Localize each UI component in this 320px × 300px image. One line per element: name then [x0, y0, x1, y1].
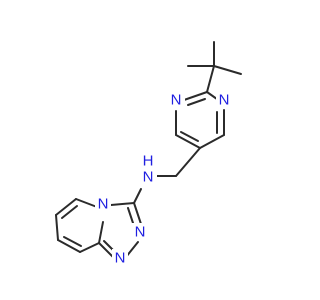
bond-c2-n1-double [187, 98, 206, 106]
bond-c5-ch2 [175, 147, 201, 177]
atom-n1t-label: N [115, 250, 126, 267]
atom-n2-label: N [135, 224, 146, 241]
bond-c5-c6p [55, 198, 77, 216]
atom-nh-label: N [143, 169, 154, 186]
bond-c7-c8-double [63, 236, 82, 247]
bond-n4-c5 [75, 198, 98, 208]
bond-c5-c6-double [180, 131, 199, 142]
bond-tbu-c2 [206, 65, 215, 93]
bond-c7-c8 [57, 239, 81, 253]
bond-n1-c8a [98, 242, 115, 259]
bond-tbu-ch3-right [213, 65, 242, 75]
bond-c3-n2 [133, 202, 142, 225]
bond-c5-c6 [175, 134, 201, 149]
bond-nh-c3 [133, 188, 142, 204]
atom-h-label: H [143, 153, 154, 170]
atom-n3-label: N [219, 92, 230, 109]
atom-n1-label: N [171, 92, 182, 109]
bond-c8-c8a [79, 242, 100, 253]
bond-c4-c5 [199, 134, 225, 149]
structure-canvas: N N N H N N N [55, 41, 242, 267]
bond-c5-c6p-double [61, 205, 78, 219]
bond-c6p-c7 [55, 214, 59, 241]
molecule-diagram: N N N H N N N [55, 41, 242, 267]
bond-c3-n4 [110, 202, 135, 206]
atom-n4-label: N [98, 196, 109, 213]
bond-c8a-n4 [98, 221, 104, 244]
bond-c2-n1 [183, 91, 208, 101]
